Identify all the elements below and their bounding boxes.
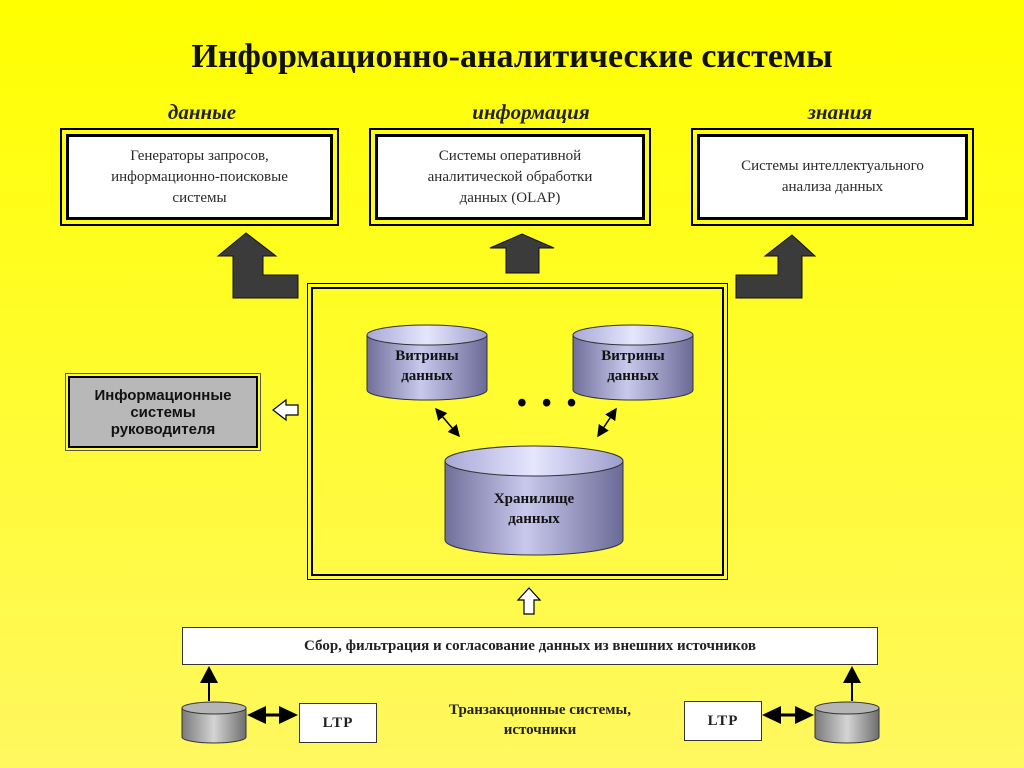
- left-ltp-bidirectional-arrow: [247, 706, 298, 724]
- left-source-up-arrow: [200, 666, 218, 701]
- data-mart-cylinder-1: [366, 324, 488, 401]
- mart2-warehouse-arrow: [597, 407, 617, 438]
- right-source-up-arrow: [843, 666, 861, 701]
- data-collection-bar: Сбор, фильтрация и согласование данных и…: [182, 627, 878, 665]
- query-generators-box: Генераторы запросов, информационно-поиск…: [60, 128, 339, 226]
- right-ltp-bidirectional-arrow: [762, 706, 814, 724]
- warehouse-label: Хранилище данных: [493, 491, 575, 527]
- executive-info-systems-box: Информационные системы руководителя: [65, 373, 261, 451]
- category-knowledge-label: знания: [807, 100, 873, 124]
- olap-box: Системы оперативной аналитической обрабо…: [369, 128, 651, 226]
- mart1-warehouse-arrow: [435, 407, 460, 438]
- data-mart-cylinder-2: [572, 324, 694, 401]
- category-information-label: информация: [472, 100, 590, 124]
- transactional-systems-label: Транзакционные системы, источники: [449, 702, 631, 738]
- ltp-box-right: LTP: [684, 701, 762, 741]
- warehouse-cylinder: [444, 445, 624, 556]
- olap-text: Системы оперативной аналитической обрабо…: [427, 147, 593, 206]
- data-mining-box: Системы интеллектуального анализа данных: [691, 128, 974, 226]
- middle-up-arrow: [489, 233, 555, 274]
- source-db-cylinder-right: [814, 701, 880, 744]
- page-title: Информационно-аналитические системы: [191, 38, 833, 75]
- right-up-arrow: [735, 234, 817, 299]
- data-mart-1-label: Витрины данных: [395, 348, 459, 384]
- source-db-cylinder-left: [181, 701, 247, 744]
- data-mining-text: Системы интеллектуального анализа данных: [741, 158, 924, 195]
- warehouse-frame: [307, 283, 728, 580]
- exec-systems-hollow-arrow: [272, 398, 299, 422]
- data-mart-2-label: Витрины данных: [601, 348, 665, 384]
- query-generators-text: Генераторы запросов, информационно-поиск…: [111, 147, 288, 206]
- collect-up-hollow-arrow: [516, 587, 542, 615]
- ltp-box-left: LTP: [299, 703, 377, 743]
- left-up-arrow: [216, 232, 299, 299]
- category-data-label: данные: [167, 100, 237, 124]
- ellipsis-dots: • • •: [517, 388, 581, 419]
